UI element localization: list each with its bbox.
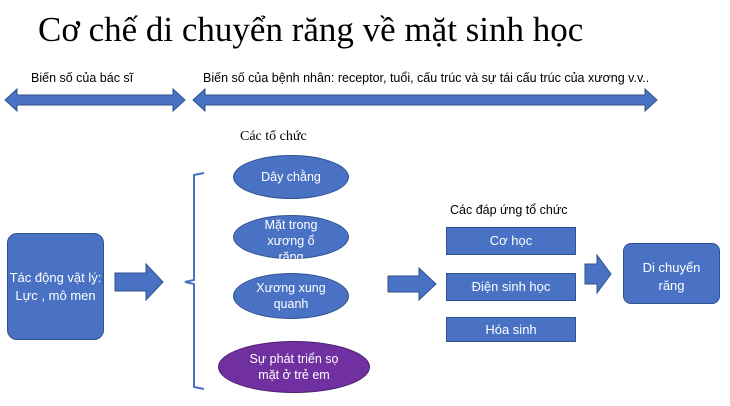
tissue-alveolar-bone-inner: Mặt trong xương ổ răng [233,215,349,264]
tooth-movement-box: Di chuyển răng [623,243,720,304]
tooth-movement-label: Di chuyển răng [642,260,701,293]
response-bioelectric-label: Điện sinh học [471,279,551,295]
tissue-craniofacial-growth-label: Sự phát triển sọ mặt ở trẻ em [249,351,339,382]
tissue-ligament-label: Dây chằng [261,169,321,184]
tissue-ligament: Dây chằng [233,155,349,199]
patient-variable-label: Biến số của bệnh nhân: receptor, tuổi, c… [203,71,650,85]
response-mechanical-label: Cơ học [489,233,533,249]
doctor-variable-arrow [4,87,186,113]
tissue-surrounding-bone-label: Xương xung quanh [256,280,326,311]
doctor-variable-label: Biến số của bác sĩ [31,71,134,85]
input-to-tissues-arrow [114,262,164,302]
tissues-label: Các tổ chức [240,129,307,144]
responses-to-output-arrow [584,253,612,295]
physical-force-label: Tác động vật lý: Lực , mô men [9,269,102,303]
patient-variable-arrow [192,87,658,113]
tissue-craniofacial-growth: Sự phát triển sọ mặt ở trẻ em [218,341,370,393]
tissues-to-responses-arrow [387,266,437,302]
response-bioelectric: Điện sinh học [446,273,576,301]
response-mechanical: Cơ học [446,227,576,255]
response-biochemical: Hóa sinh [446,317,576,342]
tissue-surrounding-bone: Xương xung quanh [233,273,349,319]
physical-force-box: Tác động vật lý: Lực , mô men [7,233,104,340]
responses-label: Các đáp ứng tổ chức [450,203,568,217]
tissues-bracket [184,172,205,390]
slide-title: Cơ chế di chuyển răng về mặt sinh học [38,10,584,49]
tissue-alveolar-bone-inner-label: Mặt trong xương ổ răng [264,217,318,265]
response-biochemical-label: Hóa sinh [485,321,537,337]
